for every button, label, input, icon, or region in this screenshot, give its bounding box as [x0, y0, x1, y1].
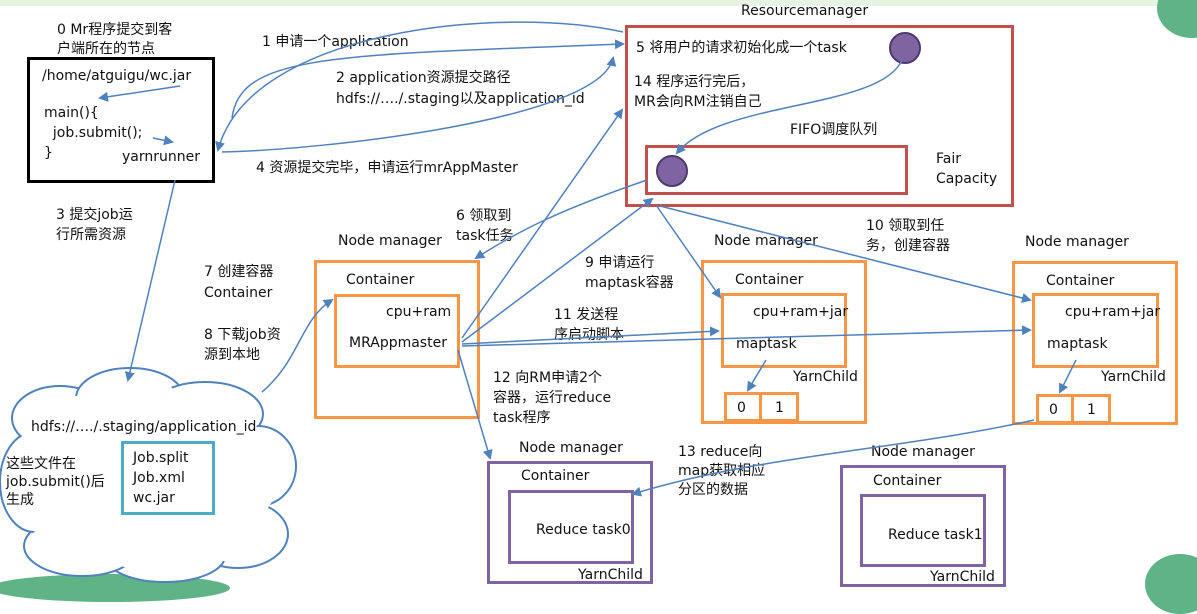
nm-reduce0-title: Node manager — [519, 440, 623, 456]
nm-am-resource: cpu+ram — [386, 304, 452, 320]
arrow-step-5 — [675, 59, 903, 155]
task-circle-icon — [889, 32, 921, 64]
hdfs-cloud — [0, 367, 297, 583]
nm-map2-maptask: maptask — [1047, 336, 1108, 352]
nm-map2-partition-0: 0 — [1049, 402, 1058, 418]
step-6-label: 6 领取到 task任务 — [456, 208, 514, 244]
arrow-step-6 — [474, 179, 648, 260]
hdfs-staging-path: hdfs://…./.staging/application_id — [31, 419, 257, 435]
step-4-label: 4 资源提交完毕，申请运行mrAppMaster — [256, 160, 518, 176]
fifo-queue-box — [645, 145, 908, 195]
header-band — [0, 0, 1197, 6]
scheduler-names: Fair Capacity — [936, 151, 998, 187]
arrow-am-to-rm-9 — [461, 197, 654, 343]
step-8-label: 8 下载job资 源到本地 — [204, 327, 281, 363]
job-files-box — [121, 441, 215, 515]
arrow-step-8 — [261, 298, 334, 393]
nm-map2-yarnchild: YarnChild — [1101, 369, 1166, 385]
nm-map1-partition-1-box — [759, 392, 799, 422]
arrow-rm-to-map1 — [655, 204, 722, 299]
nm-map2-partition-1-box — [1071, 394, 1111, 424]
client-jar-path: /home/atguigu/wc.jar — [42, 68, 192, 84]
nm-reduce0-container-box — [508, 490, 634, 564]
nm-map1-container-label: Container — [735, 272, 804, 288]
nm-map2-partition-1: 1 — [1087, 402, 1096, 418]
reduce-task0-label: Reduce task0 — [536, 522, 631, 538]
step-3-label: 3 提交job运 行所需资源 — [56, 207, 133, 243]
arrow-step-11-map1 — [461, 326, 720, 345]
job-file-split: Job.split — [133, 450, 189, 466]
nm-map1-partition-0: 0 — [737, 400, 746, 416]
arrow-code-to-runner — [152, 135, 174, 146]
nm-am-container-box — [334, 294, 460, 368]
nm-reduce1-container-label: Container — [873, 473, 942, 489]
arrow-map1-partition — [746, 359, 767, 392]
client-code: main(){ job.submit(); } — [44, 105, 143, 161]
arrow-layer — [98, 21, 1077, 497]
resourcemanager-box — [625, 25, 1014, 207]
arrow-step-13 — [631, 419, 1035, 497]
nm-reduce0-yarnchild: YarnChild — [578, 567, 643, 583]
reduce-task1-label: Reduce task1 — [888, 527, 983, 543]
nm-reduce1-container-box — [860, 494, 986, 567]
nm-map2-title: Node manager — [1025, 234, 1129, 250]
fifo-queue-title: FIFO调度队列 — [790, 122, 878, 138]
nm-am-container-label: Container — [346, 272, 415, 288]
nm-map1-resource: cpu+ram+jar — [753, 304, 849, 320]
nm-map1-box — [701, 260, 867, 424]
arrow-step-1 — [231, 39, 625, 119]
nm-map2-container-box — [1032, 293, 1159, 368]
queued-task-circle-icon — [656, 155, 688, 187]
nm-reduce1-yarnchild: YarnChild — [930, 569, 995, 585]
nm-reduce0-box — [487, 461, 653, 584]
job-file-xml: Job.xml — [133, 470, 185, 486]
arrow-step-2 — [215, 21, 624, 152]
arrow-step-3 — [124, 179, 176, 382]
arrow-am-to-rm-12 — [461, 108, 624, 339]
nm-map1-container-box — [721, 293, 847, 368]
nm-am-box — [314, 260, 480, 419]
arrow-map2-partition — [1059, 359, 1077, 394]
nm-am-title: Node manager — [338, 233, 442, 249]
arrow-step-11-map2 — [461, 325, 1032, 347]
step-2-label: 2 application资源提交路径 hdfs://…./.staging以及… — [336, 70, 585, 107]
client-node-box — [27, 57, 215, 183]
arrow-jar-to-runner — [98, 85, 181, 102]
nm-reduce0-container-label: Container — [521, 468, 590, 484]
arrow-am-to-reduce0 — [457, 349, 493, 460]
nm-map2-container-label: Container — [1046, 273, 1115, 289]
yarnrunner-label: yarnrunner — [122, 149, 200, 165]
nm-map2-resource: cpu+ram+jar — [1065, 304, 1161, 320]
step-5-label: 5 将用户的请求初始化成一个task — [636, 40, 847, 56]
mrappmaster-label: MRAppmaster — [349, 335, 447, 351]
step-9-label: 9 申请运行 maptask容器 — [585, 255, 674, 291]
step-1-label: 1 申请一个application — [262, 34, 409, 50]
hdfs-note: 这些文件在 job.submit()后 生成 — [6, 456, 105, 508]
nm-map1-maptask: maptask — [736, 336, 797, 352]
resourcemanager-title: Resourcemanager — [741, 3, 869, 19]
nm-reduce1-title: Node manager — [871, 444, 975, 460]
step-14-label: 14 程序运行完后， MR会向RM注销自己 — [634, 74, 762, 110]
nm-map1-partition-1: 1 — [775, 400, 784, 416]
arrow-rm-to-map2 — [659, 205, 1032, 303]
step-7-label: 7 创建容器 Container — [204, 264, 274, 301]
step-12-label: 12 向RM申请2个 容器，运行reduce task程序 — [493, 370, 612, 426]
nm-map1-yarnchild: YarnChild — [793, 369, 858, 385]
arrow-step-4 — [221, 56, 617, 153]
nm-reduce1-box — [840, 465, 1006, 587]
job-file-jar: wc.jar — [133, 490, 175, 506]
client-node-note: 0 Mr程序提交到客 户端所在的节点 — [57, 22, 173, 57]
nm-map1-title: Node manager — [714, 233, 818, 249]
step-10-label: 10 领取到任 务，创建容器 — [866, 218, 950, 254]
